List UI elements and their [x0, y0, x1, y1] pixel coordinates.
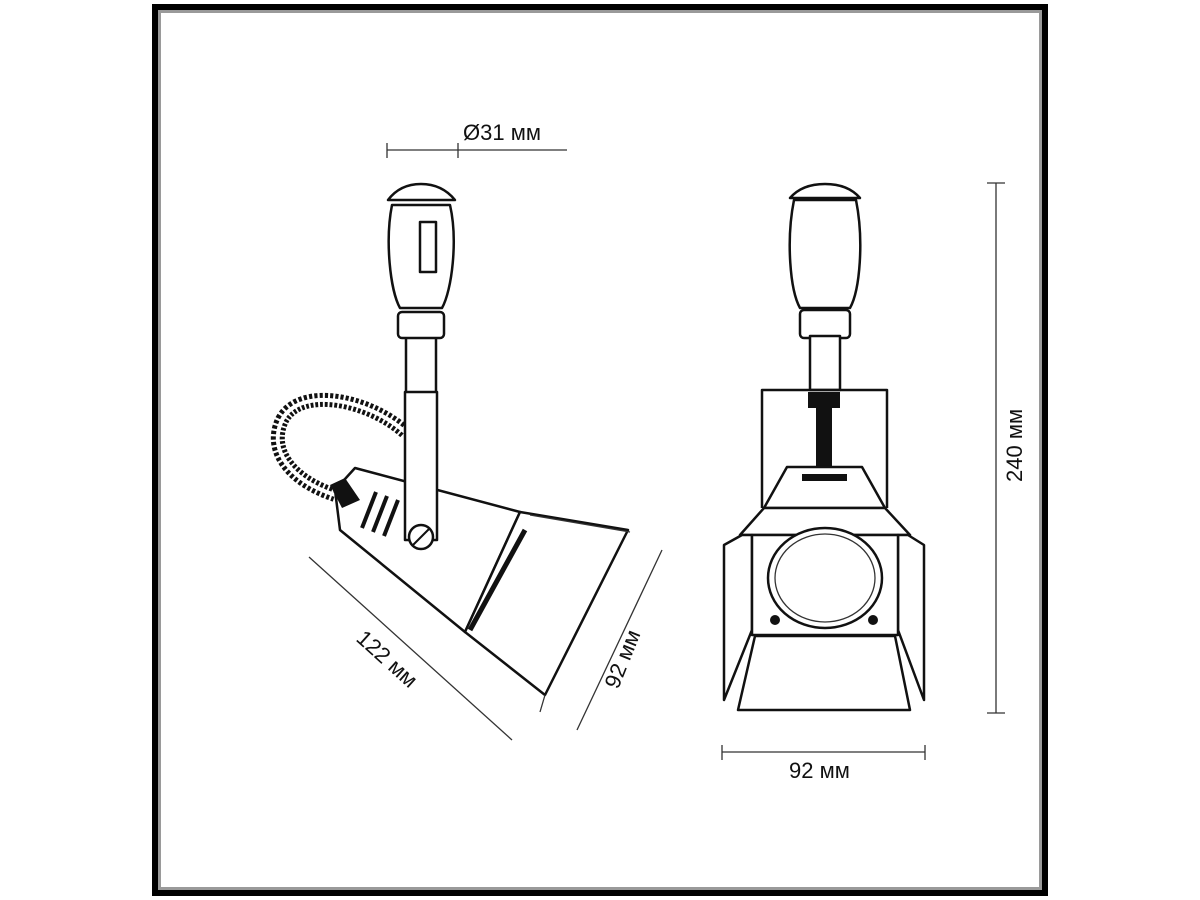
side-view-lamp: [270, 182, 631, 713]
total-height-label: 240 мм: [1002, 409, 1027, 482]
diameter-label: Ø31 мм: [463, 120, 541, 145]
dimension-lines: [308, 143, 1005, 760]
width-label: 92 мм: [789, 758, 850, 783]
front-view-lamp: [722, 182, 926, 712]
